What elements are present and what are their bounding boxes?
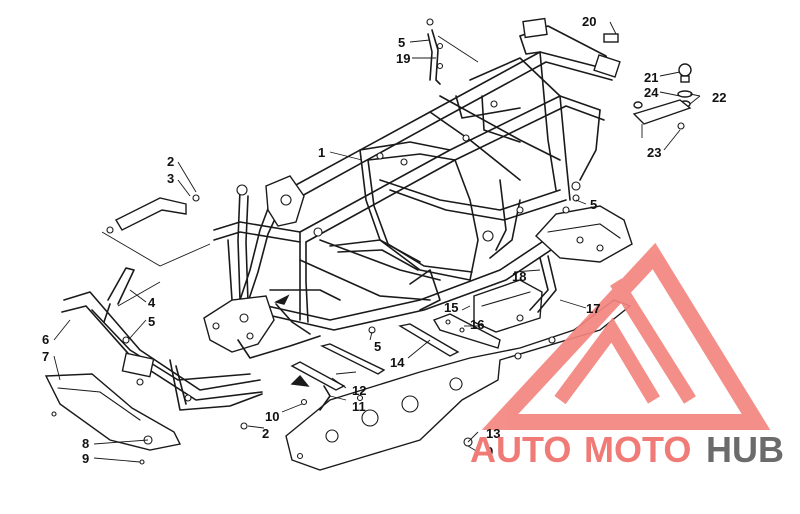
callout-2: 2	[262, 426, 270, 441]
callout-8: 8	[82, 436, 90, 451]
front-bumper-part	[61, 194, 263, 411]
callout-24: 24	[644, 85, 659, 100]
leader-lines	[53, 21, 701, 463]
rear-tube-part	[529, 255, 557, 313]
callout-5: 5	[398, 35, 406, 50]
center-bracket-part	[432, 279, 543, 349]
watermark-text-auto: AUTO	[470, 429, 572, 470]
watermark-text-hub: HUB	[706, 429, 784, 470]
main-frame-part	[203, 17, 621, 359]
callout-9: 9	[82, 451, 90, 466]
main-skid-plate-part	[285, 299, 632, 471]
front-skid-plate-part	[44, 373, 182, 465]
callout-9: 9	[486, 444, 494, 459]
callout-5: 5	[148, 314, 156, 329]
callout-2: 2	[167, 154, 175, 169]
callout-1: 1	[318, 145, 326, 160]
callout-14: 14	[390, 355, 405, 370]
watermark-text-moto: MOTO	[584, 429, 692, 470]
callout-21: 21	[644, 70, 659, 85]
callout-7: 7	[42, 349, 50, 364]
callout-20: 20	[582, 14, 597, 29]
callout-4: 4	[148, 295, 156, 310]
upper-bracket-part	[426, 18, 444, 85]
callout-5: 5	[590, 197, 598, 212]
callout-3: 3	[167, 171, 175, 186]
callout-23: 23	[647, 145, 662, 160]
callout-12: 12	[352, 383, 367, 398]
strip-parts	[290, 323, 460, 391]
link-parts	[273, 294, 357, 411]
callout-10: 10	[265, 409, 280, 424]
callout-17: 17	[586, 301, 601, 316]
footwell-plate-part	[535, 205, 633, 263]
callout-11: 11	[352, 399, 366, 414]
callout-22: 22	[712, 90, 727, 105]
callout-15: 15	[444, 300, 459, 315]
hitch-assembly	[603, 33, 693, 138]
callout-16: 16	[470, 317, 485, 332]
watermark-logo-icon	[481, 242, 771, 430]
callout-19: 19	[396, 51, 411, 66]
callout-13: 13	[486, 426, 501, 441]
callout-18: 18	[512, 269, 527, 284]
callout-5: 5	[374, 339, 382, 354]
callout-6: 6	[42, 332, 50, 347]
